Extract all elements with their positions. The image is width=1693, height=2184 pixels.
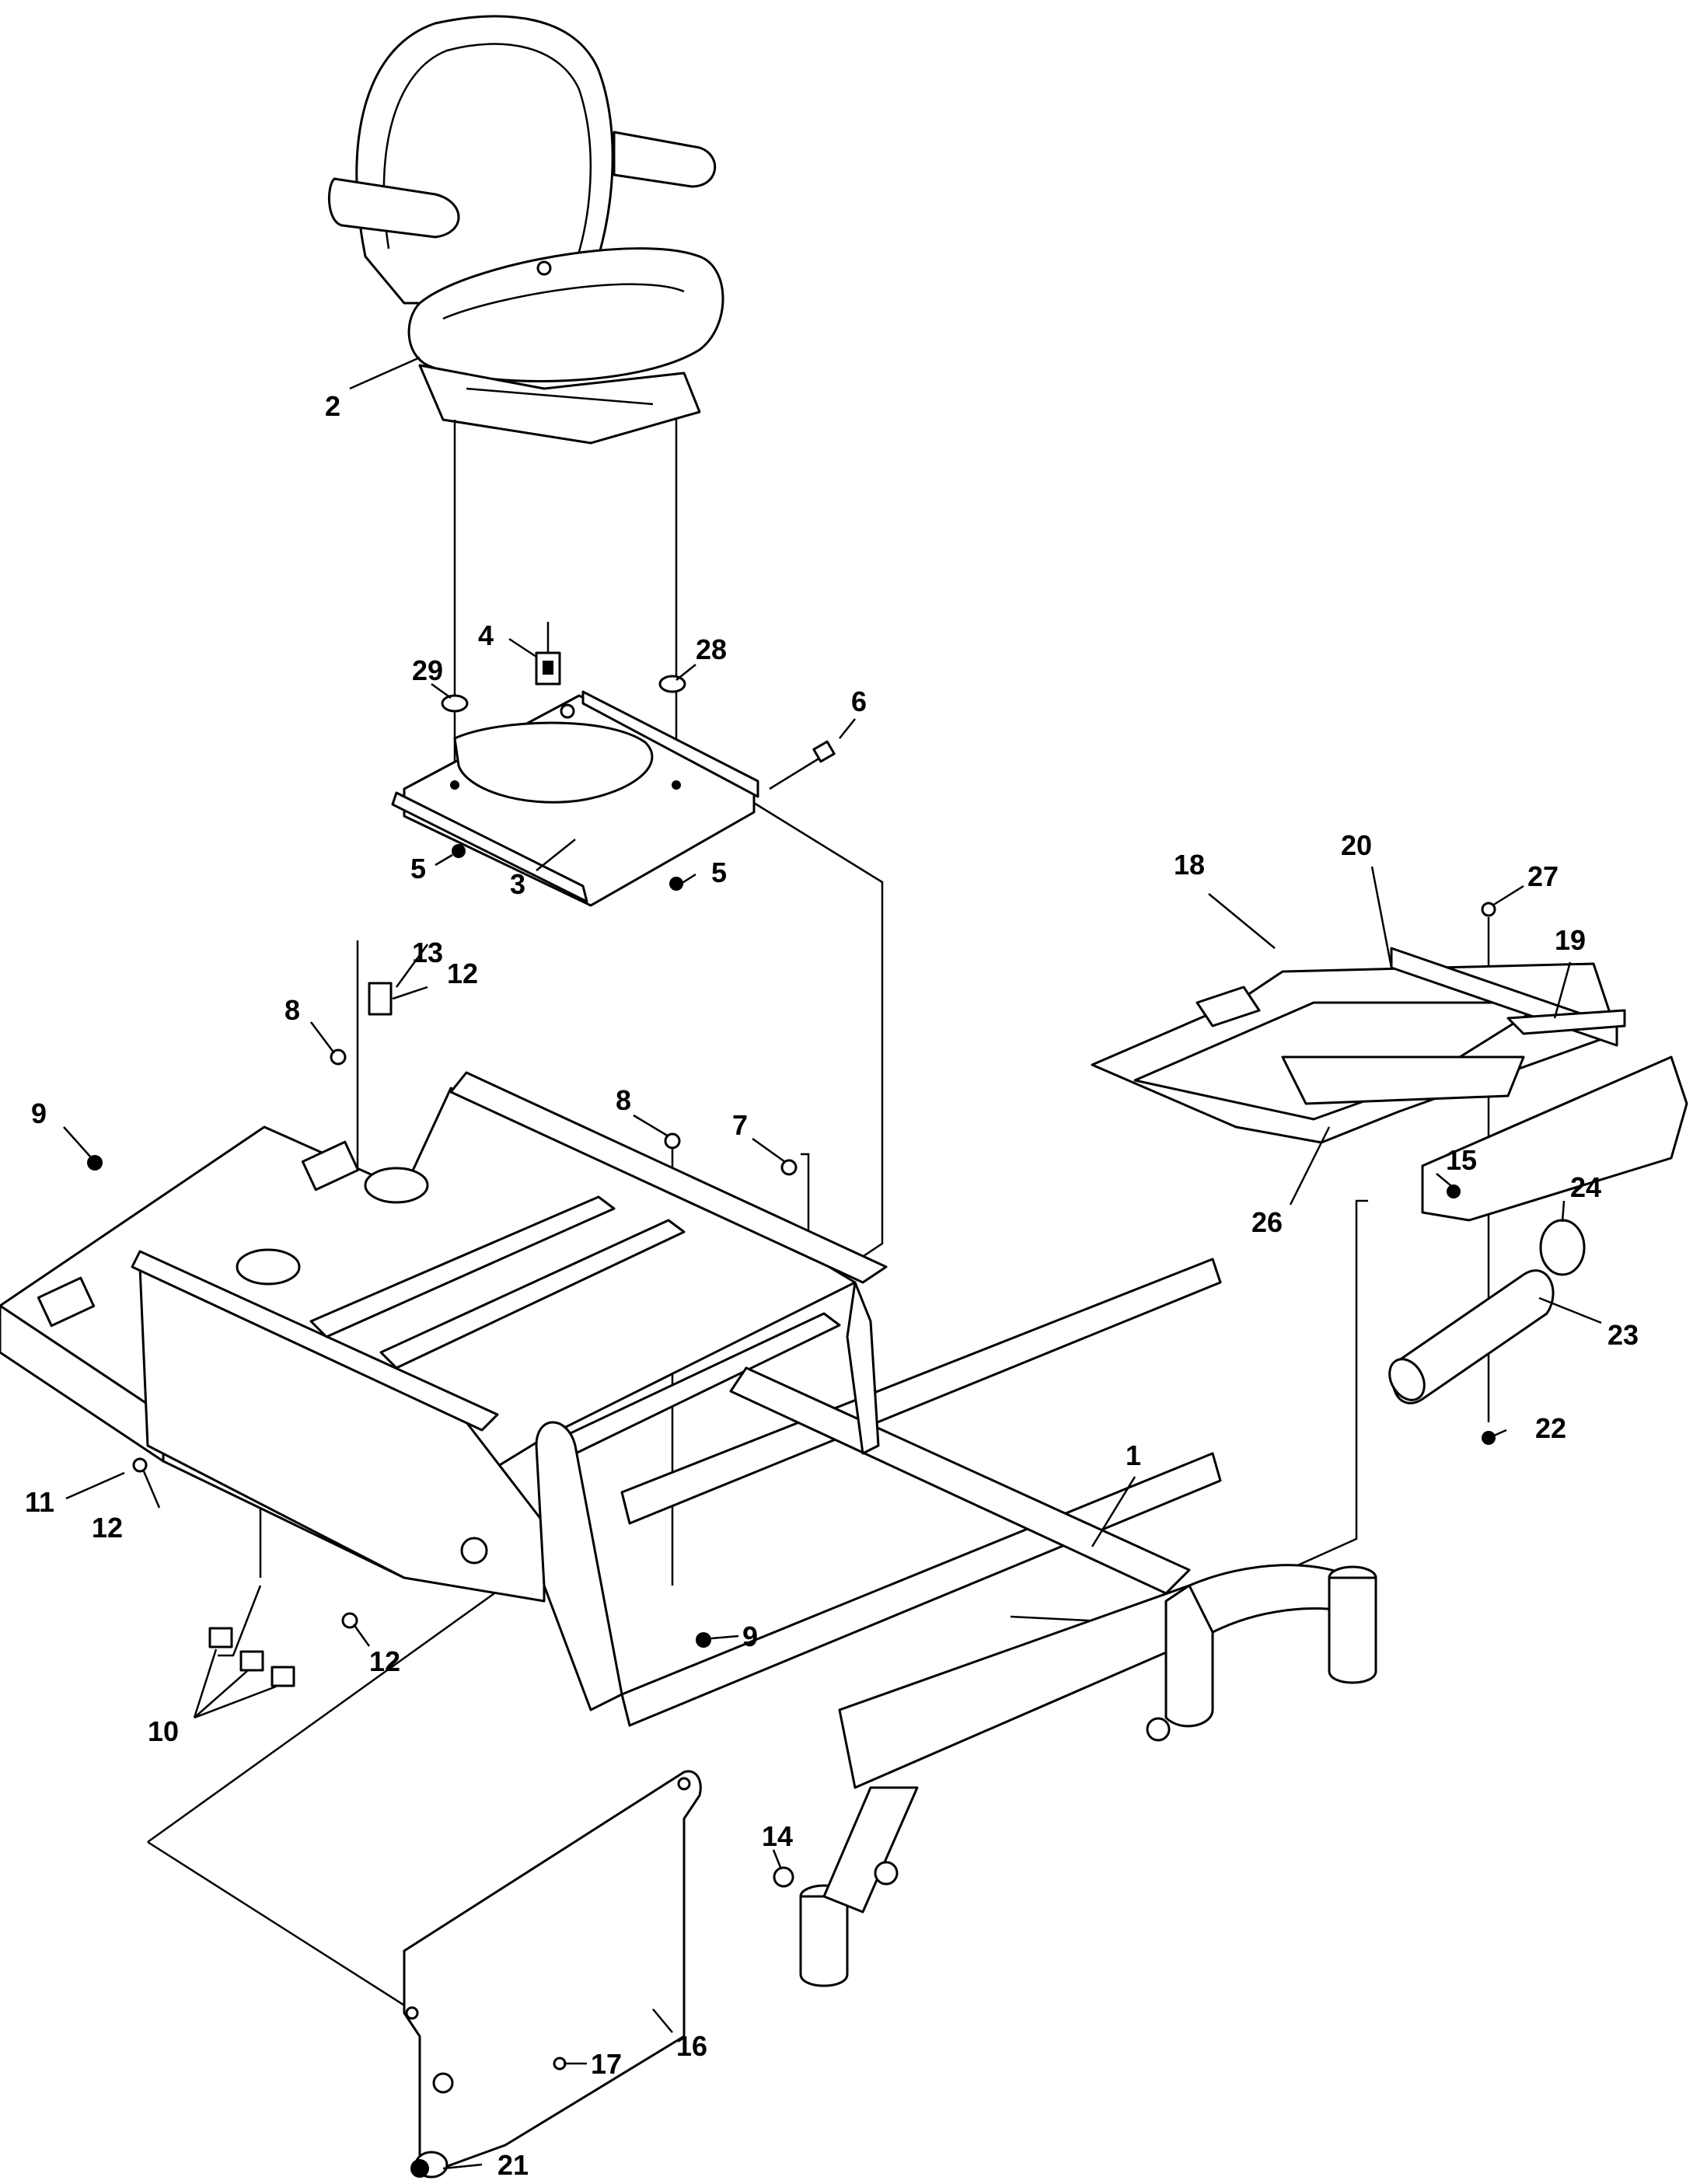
callout-23: 23 bbox=[1607, 1319, 1639, 1351]
callout-8-center: 8 bbox=[616, 1084, 631, 1116]
foot-plate bbox=[1091, 947, 1688, 1222]
callout-2: 2 bbox=[325, 390, 340, 422]
callout-10: 10 bbox=[148, 1715, 179, 1747]
nut bbox=[669, 877, 683, 891]
callout-3: 3 bbox=[510, 868, 525, 900]
callout-9-left: 9 bbox=[31, 1097, 47, 1129]
callout-27: 27 bbox=[1527, 860, 1559, 892]
relay bbox=[368, 982, 393, 1016]
nut bbox=[1447, 1184, 1461, 1198]
callout-12-bottom: 12 bbox=[369, 1645, 400, 1677]
callout-29: 29 bbox=[412, 654, 443, 686]
callout-28: 28 bbox=[696, 633, 727, 665]
wire-harness-connectors bbox=[208, 1627, 295, 1687]
callout-5-right: 5 bbox=[711, 857, 727, 888]
bumper bbox=[330, 1048, 347, 1066]
callout-6: 6 bbox=[851, 686, 867, 717]
screw bbox=[132, 1457, 148, 1473]
seat-mount-plate bbox=[391, 690, 759, 907]
callout-18: 18 bbox=[1174, 849, 1205, 881]
callout-12-top: 12 bbox=[447, 958, 478, 989]
callout-24: 24 bbox=[1570, 1171, 1601, 1203]
callout-20: 20 bbox=[1341, 829, 1372, 861]
screw bbox=[341, 1612, 358, 1629]
nut bbox=[1482, 1431, 1496, 1445]
callout-leaders bbox=[63, 356, 1602, 2170]
clip bbox=[780, 1159, 798, 1176]
callout-15: 15 bbox=[1446, 1144, 1477, 1176]
callout-8-left: 8 bbox=[284, 994, 300, 1026]
bumper bbox=[441, 694, 469, 713]
callout-13: 13 bbox=[412, 937, 443, 968]
callout-19: 19 bbox=[1555, 924, 1586, 956]
tube-plug bbox=[1539, 1219, 1586, 1276]
axle-tube bbox=[1388, 1269, 1555, 1404]
callout-9-center: 9 bbox=[742, 1621, 758, 1652]
nut bbox=[452, 844, 466, 858]
callout-5-left: 5 bbox=[410, 853, 426, 884]
nut bbox=[696, 1632, 711, 1648]
callout-16: 16 bbox=[676, 2030, 707, 2062]
callout-7: 7 bbox=[732, 1109, 748, 1141]
pivot-bolt bbox=[769, 740, 836, 790]
seat-assembly bbox=[327, 15, 724, 445]
rear-shield bbox=[403, 1770, 702, 2178]
callout-12-left: 12 bbox=[92, 1512, 123, 1544]
bolt bbox=[1481, 902, 1496, 917]
callout-17: 17 bbox=[591, 2048, 622, 2080]
callout-4: 4 bbox=[478, 619, 494, 651]
callout-11: 11 bbox=[25, 1486, 54, 1518]
callout-22: 22 bbox=[1535, 1412, 1566, 1444]
seat-switch bbox=[535, 651, 561, 686]
screw bbox=[553, 2057, 567, 2071]
callout-14: 14 bbox=[762, 1820, 793, 1852]
knob bbox=[410, 2151, 449, 2179]
bumper bbox=[664, 1132, 681, 1150]
callout-26: 26 bbox=[1251, 1206, 1283, 1238]
callout-1: 1 bbox=[1126, 1439, 1141, 1471]
bumper bbox=[658, 675, 686, 693]
nut bbox=[87, 1155, 103, 1170]
bolt bbox=[773, 1866, 794, 1888]
main-frame bbox=[0, 1071, 1377, 1987]
callout-labels: 1 2 3 4 5 5 6 7 8 8 9 9 10 11 12 12 12 1… bbox=[25, 390, 1639, 2181]
callout-21: 21 bbox=[497, 2149, 529, 2181]
